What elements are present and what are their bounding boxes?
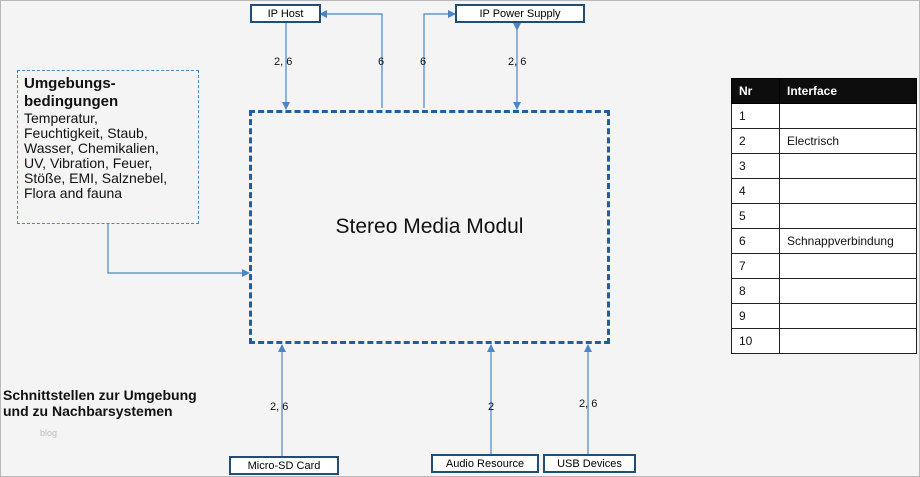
ip-power-supply-label: IP Power Supply (479, 8, 561, 20)
row-nr: 10 (731, 328, 780, 354)
table-row: 4 (731, 178, 917, 204)
row-nr: 1 (731, 103, 780, 129)
row-interface (779, 328, 917, 354)
module-to-ip-power-line (423, 10, 456, 108)
stereo-media-module-box (249, 110, 610, 344)
module-to-ip-host-line (319, 10, 383, 108)
row-nr: 9 (731, 303, 780, 329)
row-interface (779, 278, 917, 304)
row-interface (779, 153, 917, 179)
row-nr: 2 (731, 128, 780, 154)
usb-devices-box: USB Devices (543, 454, 636, 473)
table-row: 8 (731, 278, 917, 304)
usb-label: 2, 6 (579, 398, 598, 410)
usb-devices-label: USB Devices (557, 458, 622, 470)
table-row: 1 (731, 103, 917, 129)
row-nr: 4 (731, 178, 780, 204)
watermark-text: blog (40, 428, 58, 438)
micro-sd-card-box: Micro-SD Card (229, 456, 339, 475)
ip-host-label: IP Host (267, 8, 304, 20)
ip-host-up-label: 6 (378, 56, 385, 68)
interface-table-header: Nr Interface (731, 78, 917, 104)
audio-resource-label: Audio Resource (445, 458, 525, 470)
row-nr: 5 (731, 203, 780, 229)
table-row: 3 (731, 153, 917, 179)
row-nr: 8 (731, 278, 780, 304)
module-title: Stereo Media Modul (335, 215, 524, 238)
ip-power-supply-box: IP Power Supply (455, 4, 585, 23)
micro-sd-label: 2, 6 (270, 401, 289, 413)
environment-to-module-line (107, 224, 250, 277)
row-nr: 7 (731, 253, 780, 279)
row-interface (779, 178, 917, 204)
table-row: 7 (731, 253, 917, 279)
row-interface (779, 253, 917, 279)
environment-items: Temperatur, Feuchtigkeit, Staub, Wasser,… (24, 110, 168, 201)
audio-label: 2 (488, 401, 495, 413)
row-interface (779, 203, 917, 229)
row-interface: Schnappverbindung (779, 228, 917, 254)
environment-conditions-box: Umgebungs- bedingungen Temperatur, Feuch… (17, 70, 199, 224)
row-nr: 3 (731, 153, 780, 179)
audio-resource-box: Audio Resource (431, 454, 539, 473)
ip-host-down-label: 2, 6 (274, 56, 293, 68)
row-interface: Electrisch (779, 128, 917, 154)
table-row: 5 (731, 203, 917, 229)
row-nr: 6 (731, 228, 780, 254)
ip-host-box: IP Host (250, 4, 321, 23)
table-row: 9 (731, 303, 917, 329)
micro-sd-card-label: Micro-SD Card (247, 460, 321, 472)
header-interface: Interface (779, 78, 917, 104)
row-interface (779, 303, 917, 329)
interfaces-heading: Schnittstellen zur Umgebung und zu Nachb… (3, 387, 197, 419)
ip-power-down-label: 2, 6 (508, 56, 527, 68)
environment-title: Umgebungs- bedingungen (24, 75, 119, 110)
header-nr: Nr (731, 78, 780, 104)
row-interface (779, 103, 917, 129)
table-row: 10 (731, 328, 917, 354)
ip-power-up-label: 6 (420, 56, 427, 68)
